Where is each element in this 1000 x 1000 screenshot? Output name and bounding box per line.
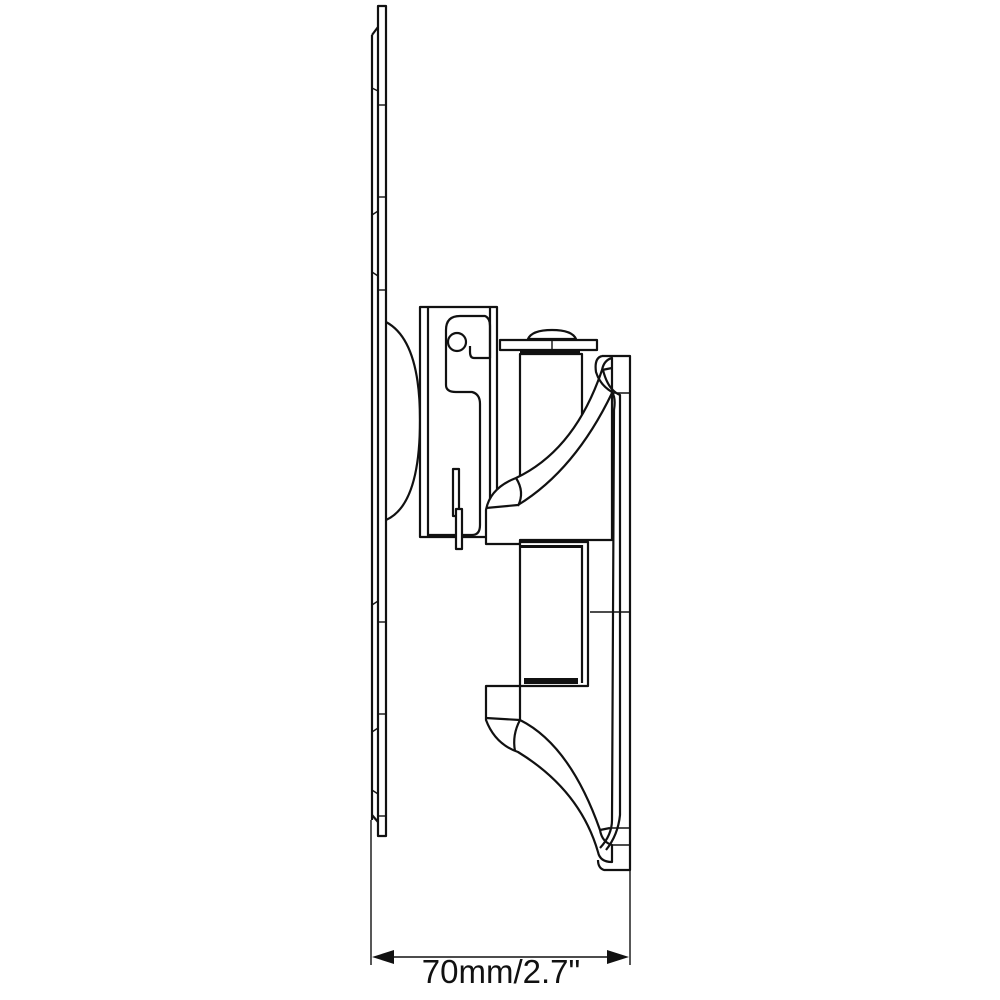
lower-pivot-cylinder (518, 540, 590, 688)
lower-arm (484, 684, 614, 864)
tilt-arc (385, 321, 422, 522)
dimension-70mm (370, 820, 631, 965)
bracket-block (418, 305, 499, 551)
wall-plate (590, 354, 632, 872)
dimension-label: 70mm/2.7" (421, 953, 581, 990)
pivot-bolt (498, 328, 599, 355)
upper-arm (484, 356, 614, 546)
tv-plate (370, 4, 388, 838)
